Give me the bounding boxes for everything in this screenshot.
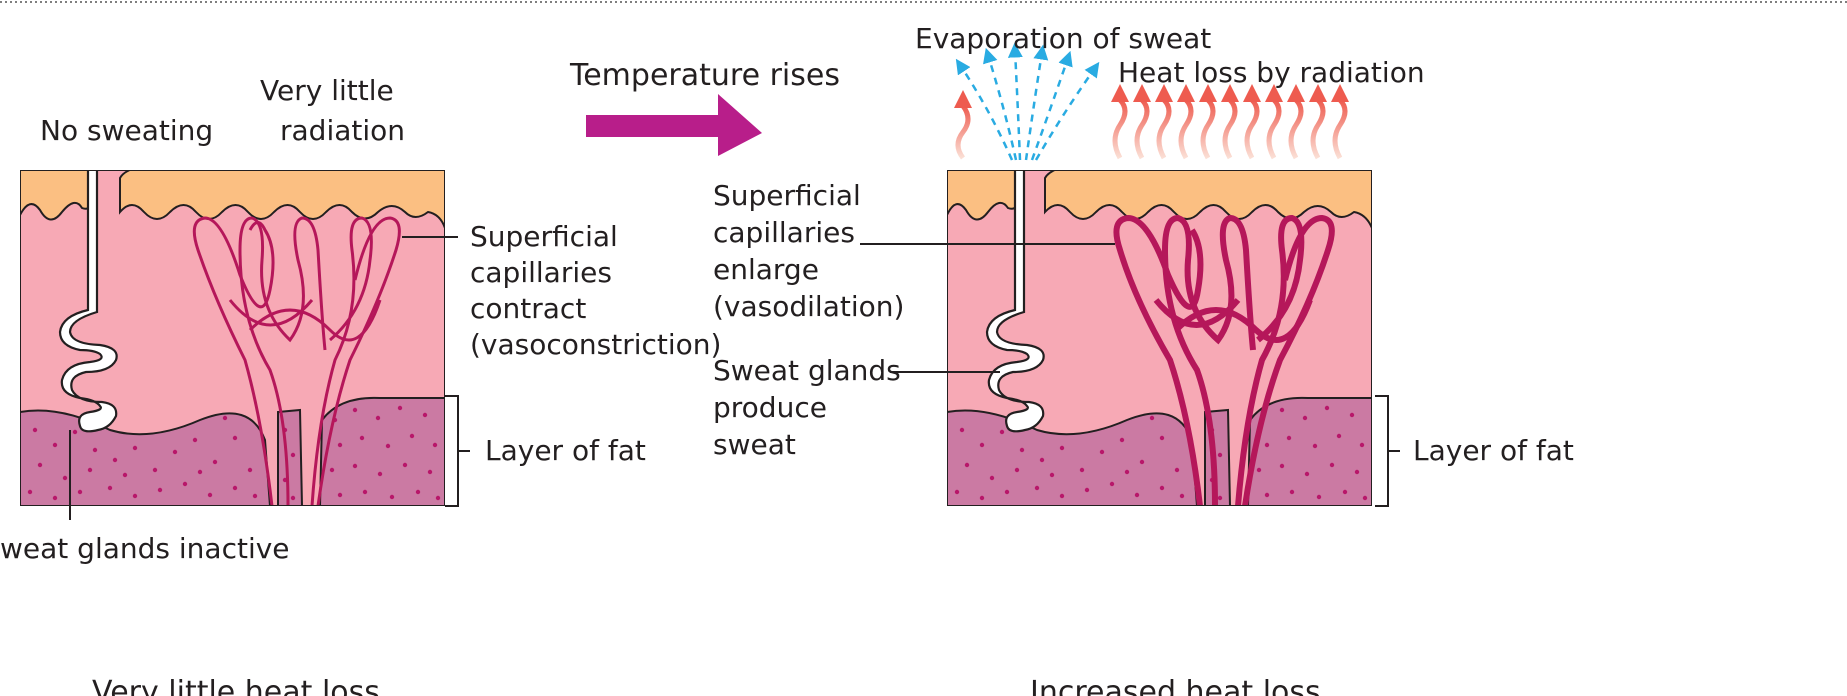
left-epidermis (20, 170, 96, 221)
right-capillaries-label-line3: enlarge (713, 253, 819, 286)
wavy-up-arrow-icon (1177, 84, 1195, 160)
right-sweat-gland (985, 170, 1045, 433)
left-epidermis-right (119, 170, 445, 229)
left-capillaries-label-line2: capillaries (470, 256, 612, 289)
left-radiation-label-line2: radiation (280, 114, 405, 147)
wavy-up-arrow-icon (1243, 84, 1261, 160)
wavy-up-arrow-icon (1199, 84, 1217, 160)
left-capillaries (192, 216, 401, 506)
wavy-up-arrow-icon (1133, 84, 1151, 160)
left-glands-label: weat glands inactive (0, 532, 290, 565)
right-epidermis-right (1044, 170, 1372, 229)
left-capillaries-label-line1: Superficial (470, 220, 618, 253)
right-capillaries (1113, 214, 1335, 506)
wavy-up-arrow-icon (1287, 84, 1305, 160)
right-glands-label-line3: sweat (713, 428, 796, 461)
right-epidermis (947, 170, 1023, 221)
left-caption: Very little heat loss (92, 675, 380, 696)
wavy-up-arrow-icon (1111, 84, 1129, 160)
wavy-up-arrow-icon (1331, 84, 1349, 160)
left-sweat-gland (58, 170, 118, 433)
right-capillaries-label-line2: capillaries (713, 216, 855, 249)
wavy-up-arrow-icon (1221, 84, 1239, 160)
left-no-sweating-label: No sweating (40, 114, 213, 147)
right-fat-layer (947, 409, 1199, 506)
left-fat-label: Layer of fat (485, 434, 646, 467)
left-fat-layer (20, 409, 272, 506)
left-fat-bracket (445, 395, 470, 507)
temperature-rises-title: Temperature rises (569, 58, 840, 93)
evaporation-label: Evaporation of sweat (915, 22, 1211, 55)
right-fat-layer-right (1246, 396, 1372, 506)
right-fat-label: Layer of fat (1413, 434, 1574, 467)
wavy-up-arrow-icon (954, 90, 972, 160)
right-skin-section (947, 170, 1372, 506)
right-capillaries-label-line1: Superficial (713, 179, 861, 212)
dashed-up-arrow-icon (955, 42, 1100, 161)
right-fat-bracket (1375, 395, 1400, 507)
wavy-up-arrow-icon (1309, 84, 1327, 160)
right-glands-label-line2: produce (713, 391, 827, 424)
wavy-up-arrow-icon (1265, 84, 1283, 160)
radiation-label: Heat loss by radiation (1118, 56, 1425, 89)
left-capillaries-label-line4: (vasoconstriction) (470, 328, 721, 361)
right-capillaries-label-line4: (vasodilation) (713, 290, 904, 323)
right-caption: Increased heat loss (1030, 675, 1321, 696)
left-fat-dots (27, 405, 441, 501)
right-glands-label-line1: Sweat glands (713, 354, 901, 387)
left-skin-section (20, 170, 445, 506)
left-radiation-label-line1: Very little (260, 74, 394, 107)
radiation-arrows-group (1111, 84, 1349, 160)
right-arrow-icon (586, 94, 762, 156)
left-capillaries-label-line3: contract (470, 292, 586, 325)
wavy-up-arrow-icon (1155, 84, 1173, 160)
left-fat-layer-right (318, 396, 445, 506)
